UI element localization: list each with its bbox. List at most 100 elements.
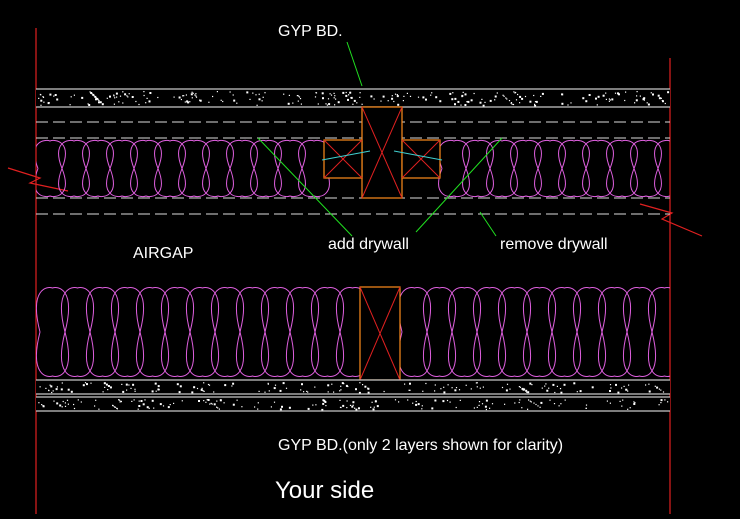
gypsum-speckle — [348, 94, 350, 96]
gypsum-speckle — [359, 96, 361, 98]
gypsum-speckle — [537, 405, 539, 407]
remove-drywall-label: remove drywall — [500, 236, 608, 253]
gypsum-speckle — [559, 388, 562, 390]
gypsum-speckle — [353, 99, 356, 102]
gypsum-speckle — [617, 391, 620, 394]
gypsum-speckle — [558, 405, 560, 407]
gypsum-speckle — [303, 391, 305, 393]
gypsum-speckle — [154, 382, 157, 385]
gypsum-speckle — [525, 389, 528, 392]
gypsum-speckle — [61, 406, 63, 408]
gypsum-speckle — [409, 389, 411, 391]
bottom-board-2-speckle — [38, 399, 669, 411]
gypsum-speckle — [261, 100, 263, 102]
gypsum-speckle — [92, 93, 95, 96]
gypsum-speckle — [608, 98, 610, 100]
gypsum-speckle — [96, 97, 99, 100]
gypsum-speckle — [610, 387, 612, 389]
gypsum-speckle — [481, 98, 483, 100]
gypsum-speckle — [77, 399, 79, 401]
insulation-loop — [210, 287, 245, 377]
insulation-loop — [497, 287, 532, 377]
gypsum-speckle — [94, 405, 96, 407]
gypsum-speckle — [519, 95, 522, 98]
gypsum-speckle — [406, 92, 408, 94]
gypsum-speckle — [337, 101, 340, 104]
gypsum-speckle — [112, 405, 114, 407]
gypsum-speckle — [110, 386, 112, 389]
gypsum-speckle — [133, 399, 135, 401]
gypsum-speckle — [451, 387, 453, 389]
gypsum-speckle — [120, 400, 122, 402]
gypsum-speckle — [212, 95, 214, 98]
gypsum-speckle — [201, 387, 203, 389]
gypsum-speckle — [200, 388, 203, 391]
gypsum-speckle — [321, 92, 324, 95]
gypsum-speckle — [597, 95, 600, 98]
gypsum-speckle — [189, 101, 191, 103]
gypsum-speckle — [182, 95, 184, 97]
gypsum-speckle — [591, 386, 594, 389]
gypsum-speckle — [473, 407, 475, 409]
gypsum-speckle — [549, 399, 551, 401]
gypsum-speckle — [455, 406, 457, 409]
gypsum-speckle — [519, 102, 521, 104]
gypsum-speckle — [481, 403, 484, 405]
gypsum-speckle — [331, 383, 333, 385]
gypsum-speckle — [662, 391, 665, 393]
gypsum-speckle — [38, 97, 40, 99]
bottom-gypsum-boards — [36, 379, 670, 412]
gypsum-speckle — [540, 95, 542, 97]
insulation-loop — [472, 287, 507, 377]
gypsum-speckle — [268, 390, 270, 392]
gypsum-speckle — [519, 399, 521, 401]
gypsum-speckle — [563, 383, 566, 386]
gypsum-speckle — [246, 91, 249, 94]
gypsum-speckle — [347, 385, 349, 388]
insulation-loop — [85, 287, 120, 377]
gypsum-speckle — [373, 98, 375, 100]
gypsum-speckle — [307, 391, 309, 393]
gypsum-speckle — [114, 406, 116, 408]
gypsum-speckle — [509, 388, 511, 390]
gypsum-speckle — [534, 103, 536, 105]
gypsum-speckle — [151, 399, 154, 402]
gypsum-speckle — [462, 91, 464, 93]
gypsum-speckle — [579, 390, 582, 393]
gypsum-speckle — [185, 94, 187, 96]
gypsum-speckle — [667, 91, 670, 94]
gypsum-speckle — [454, 389, 457, 392]
gypsum-speckle — [541, 387, 543, 389]
gypsum-speckle — [118, 399, 120, 401]
gypsum-speckle — [102, 391, 104, 393]
gypsum-speckle — [61, 382, 63, 384]
gypsum-speckle — [511, 103, 513, 105]
gypsum-speckle — [440, 388, 442, 390]
gypsum-speckle — [505, 389, 508, 392]
gypsum-speckle — [47, 102, 50, 105]
gypsum-speckle — [118, 101, 120, 103]
gypsum-speckle — [131, 96, 134, 98]
gypsum-speckle — [484, 101, 486, 103]
gypsum-speckle — [573, 382, 576, 385]
gypsum-speckle — [373, 406, 375, 408]
dashed-layers — [36, 121, 670, 215]
gypsum-speckle — [40, 94, 42, 96]
gypsum-speckle — [634, 402, 636, 404]
bottom-board-1-speckle — [39, 382, 665, 394]
gypsum-speckle — [333, 97, 335, 99]
gypsum-speckle — [553, 403, 556, 405]
gypsum-speckle — [517, 93, 519, 96]
gypsum-speckle — [647, 103, 650, 106]
insulation-loop — [486, 139, 518, 198]
gypsum-speckle — [143, 91, 145, 93]
gypsum-speckle — [514, 402, 516, 404]
gypsum-speckle — [299, 98, 302, 100]
gypsum-speckle — [504, 403, 506, 405]
gypsum-speckle — [42, 96, 44, 98]
gypsum-speckle — [355, 388, 357, 391]
gypsum-speckle — [342, 404, 345, 407]
gypsum-speckle — [184, 101, 186, 103]
gypsum-speckle — [347, 98, 349, 101]
insulation-loop — [36, 139, 66, 198]
